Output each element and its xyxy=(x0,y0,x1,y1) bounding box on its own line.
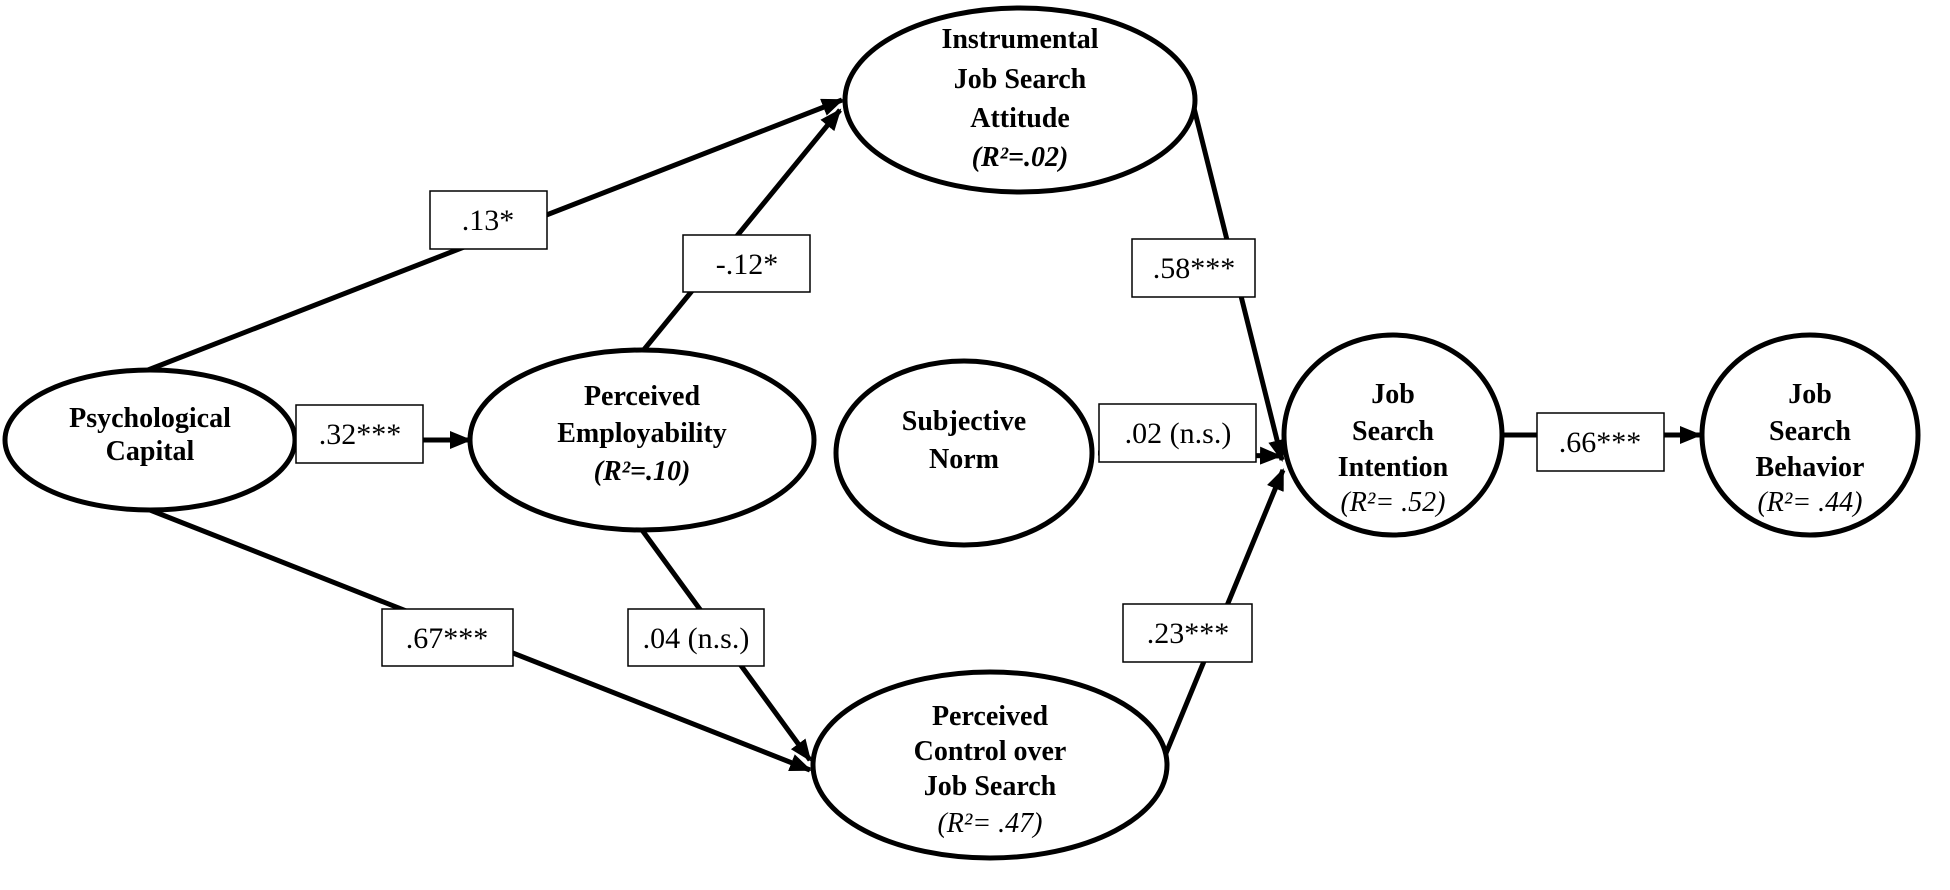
coef-ctrl-to-jsi: .23*** xyxy=(1122,603,1253,663)
coef-text: -.12* xyxy=(716,248,779,281)
node-label-line: Subjective xyxy=(902,406,1026,437)
coef-box xyxy=(1098,403,1257,463)
coef-text: .23*** xyxy=(1147,617,1230,650)
coef-text: .13* xyxy=(462,204,515,237)
node-label-line: Perceived xyxy=(932,701,1049,732)
coef-box xyxy=(682,234,811,293)
node-ellipse xyxy=(842,5,1198,195)
arrow-pe-to-ia xyxy=(640,108,842,354)
node-label-line: Search xyxy=(1769,416,1851,447)
coef-box xyxy=(295,404,424,464)
coef-ia-to-jsi: .58*** xyxy=(1131,238,1256,298)
node-subjective-norm: Subjective Norm xyxy=(833,358,1095,548)
coef-pe-to-ctrl: .04 (n.s.) xyxy=(627,608,765,667)
node-label-line: Intention xyxy=(1338,452,1449,483)
coef-text: .02 (n.s.) xyxy=(1125,417,1232,450)
node-label-line: Control over xyxy=(914,736,1067,767)
node-instrumental-attitude: Instrumental Job Search Attitude (R²=.02… xyxy=(842,5,1198,195)
coef-text: .67*** xyxy=(406,622,489,655)
node-r2-label: (R²=.10) xyxy=(594,456,691,487)
node-job-search-intention: Job Search Intention (R²= .52) xyxy=(1281,332,1505,538)
coef-sn-to-jsi: .02 (n.s.) xyxy=(1098,403,1257,463)
node-label-line: Job Search xyxy=(924,771,1057,802)
node-label-line: Job Search xyxy=(954,64,1087,95)
coef-jsi-to-jsb: .66*** xyxy=(1536,412,1665,472)
coef-pc-to-pe: .32*** xyxy=(295,404,424,464)
coef-pe-to-ia: -.12* xyxy=(682,234,811,293)
coef-box xyxy=(381,608,514,667)
node-label-line: Job xyxy=(1371,379,1415,410)
coefficient-labels: .13* .32*** .67*** -.12* .04 (n.s.) .58*… xyxy=(295,190,1665,667)
node-ellipse xyxy=(2,367,298,513)
node-job-search-behavior: Job Search Behavior (R²= .44) xyxy=(1699,332,1921,538)
node-r2-label: (R²=.02) xyxy=(972,142,1069,173)
node-label-line: Search xyxy=(1352,416,1434,447)
node-psychological-capital: Psychological Capital xyxy=(2,367,298,513)
node-ellipse xyxy=(1699,332,1921,538)
coef-box xyxy=(429,190,548,250)
coef-text: .32*** xyxy=(319,418,402,451)
node-label-line: Psychological xyxy=(69,403,231,434)
coef-pc-to-ctrl: .67*** xyxy=(381,608,514,667)
node-label-line: Norm xyxy=(929,444,999,475)
node-label-line: Employability xyxy=(557,418,727,449)
node-label-line: Job xyxy=(1788,379,1832,410)
coef-pc-to-ia: .13* xyxy=(429,190,548,250)
node-perceived-employability: Perceived Employability (R²=.10) xyxy=(467,347,817,533)
node-ellipse xyxy=(467,347,817,533)
node-label-line: Capital xyxy=(106,436,195,467)
node-ellipse xyxy=(833,358,1095,548)
coef-box xyxy=(627,608,765,667)
coef-box xyxy=(1536,412,1665,472)
node-r2-label: (R²= .52) xyxy=(1340,487,1445,518)
coef-box xyxy=(1131,238,1256,298)
node-r2-label: (R²= .44) xyxy=(1757,487,1862,518)
coef-box xyxy=(1122,603,1253,663)
coef-text: .66*** xyxy=(1559,426,1642,459)
node-label-line: Behavior xyxy=(1756,452,1865,483)
node-ellipse xyxy=(1281,332,1505,538)
node-label-line: Perceived xyxy=(584,381,701,412)
node-label-line: Attitude xyxy=(970,103,1070,134)
node-r2-label: (R²= .47) xyxy=(937,808,1042,839)
node-perceived-control: Perceived Control over Job Search (R²= .… xyxy=(810,669,1170,861)
coef-text: .58*** xyxy=(1153,252,1236,285)
node-ellipse xyxy=(810,669,1170,861)
node-label-line: Instrumental xyxy=(941,24,1098,55)
coef-text: .04 (n.s.) xyxy=(643,622,750,655)
